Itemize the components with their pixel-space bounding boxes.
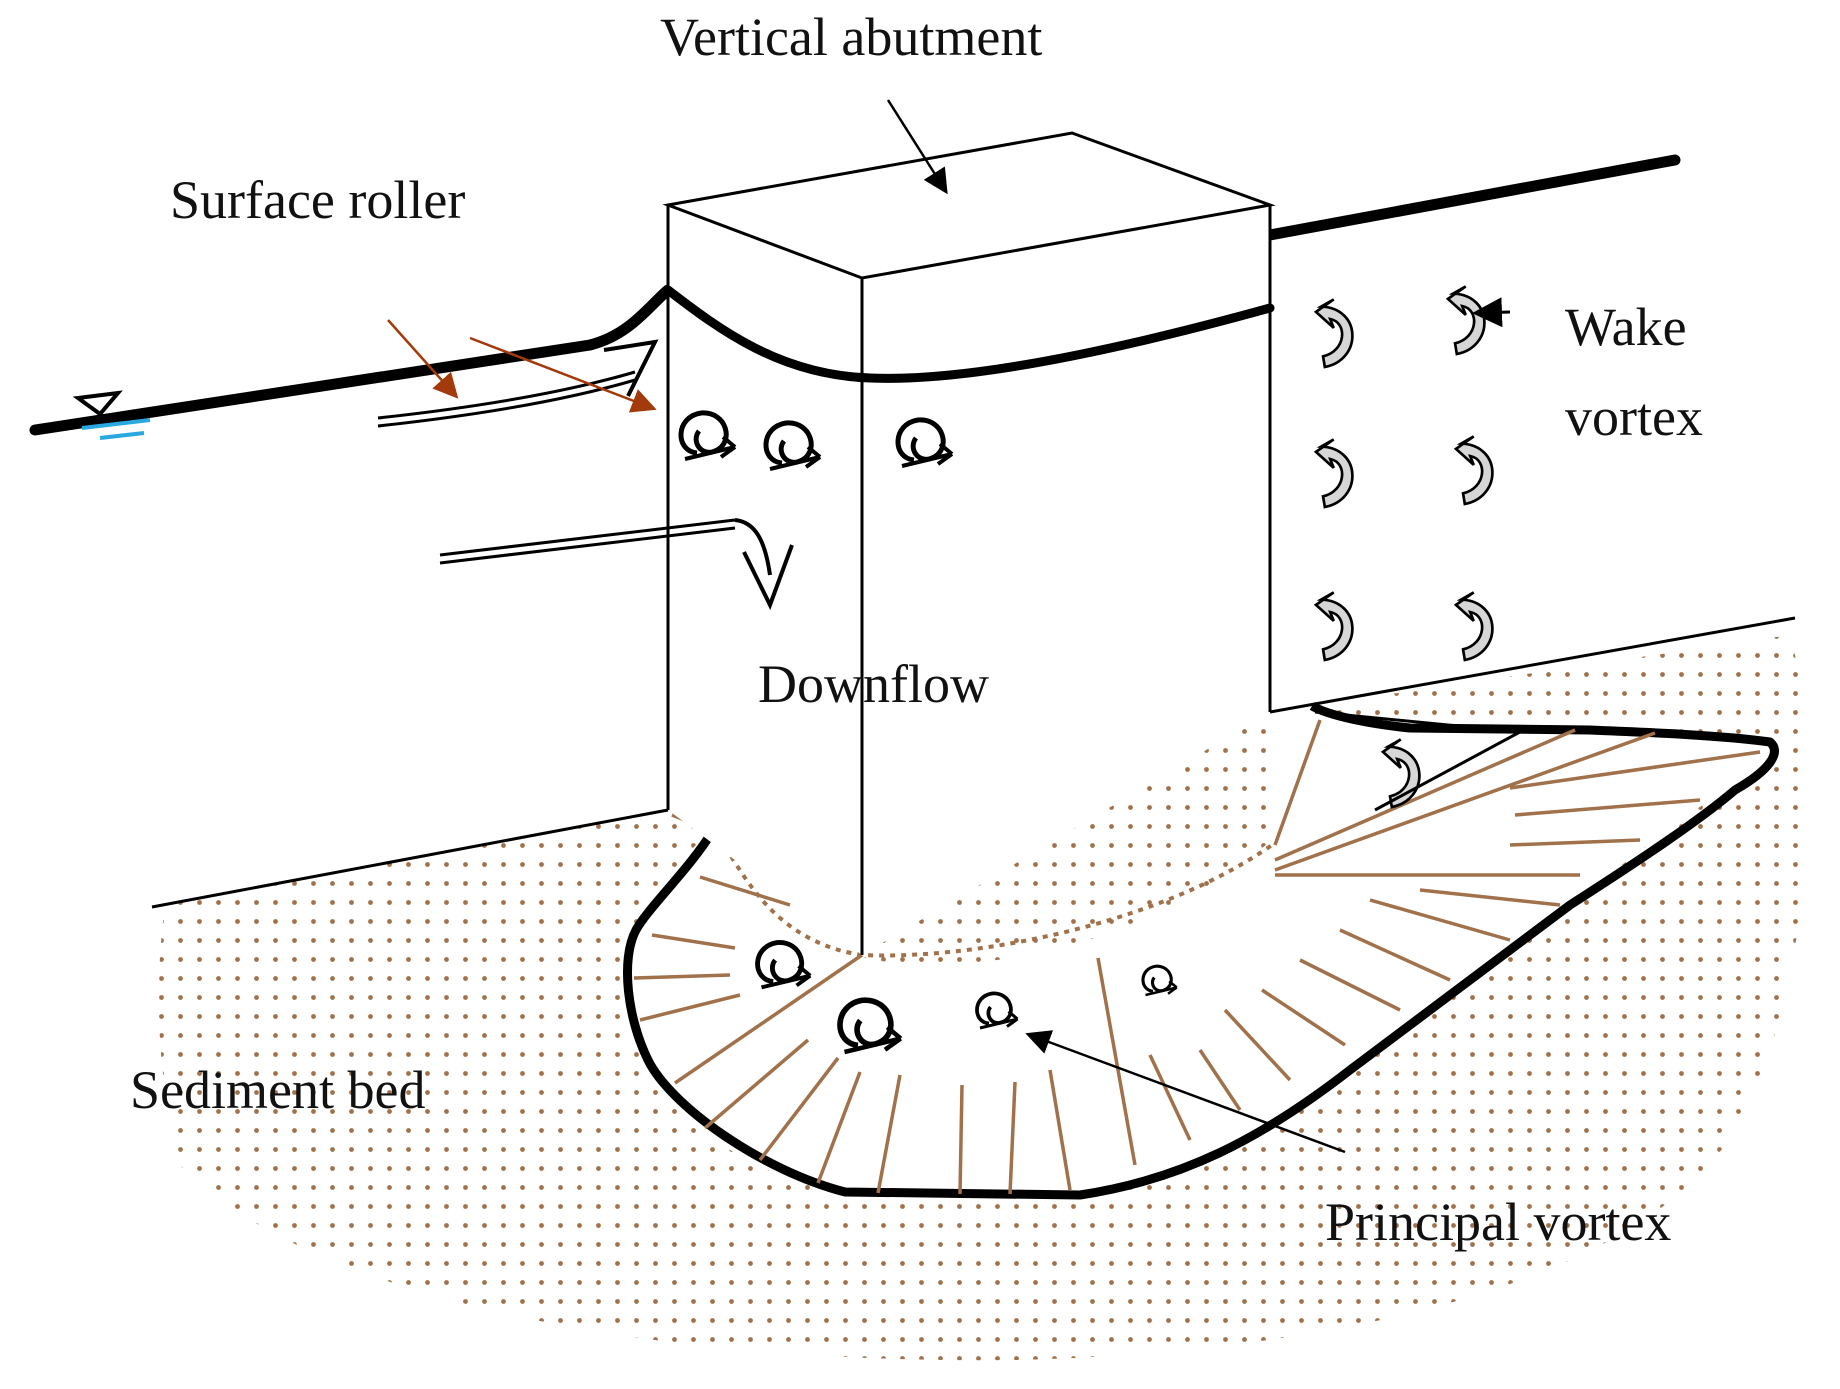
water-surface-right	[1264, 154, 1681, 241]
scour-hole	[628, 700, 1779, 1195]
abutment-pointer	[886, 99, 948, 195]
downflow-arrow-icon	[742, 544, 794, 611]
water-surface-on-abutment	[663, 285, 1275, 383]
scour-radial-lines	[633, 719, 1761, 1195]
vertical-abutment	[662, 131, 1276, 955]
label-wake: Wake	[1565, 297, 1687, 357]
wake-pointer	[1472, 297, 1511, 328]
surface-roller-arrow	[377, 370, 636, 420]
label-principal-vortex: Principal vortex	[1325, 1192, 1671, 1252]
wake-rim	[1314, 710, 1526, 812]
label-downflow: Downflow	[758, 654, 989, 714]
label-sediment-bed: Sediment bed	[130, 1060, 425, 1120]
label-vertical-abutment: Vertical abutment	[660, 7, 1042, 67]
bed-line-right	[1269, 616, 1796, 714]
scour-hole-outline	[623, 701, 1779, 1200]
principal-vortex-pointer	[1025, 1030, 1346, 1154]
label-surface-roller: Surface roller	[170, 170, 465, 230]
roller-pointer-2	[469, 336, 657, 413]
water-surface-left	[29, 284, 674, 436]
label-vortex: vortex	[1565, 387, 1703, 447]
downflow-flow-arrow	[439, 518, 736, 557]
bed-line-left	[151, 808, 669, 909]
roller-pointer-1	[387, 319, 459, 399]
water-level-symbol	[72, 390, 151, 440]
